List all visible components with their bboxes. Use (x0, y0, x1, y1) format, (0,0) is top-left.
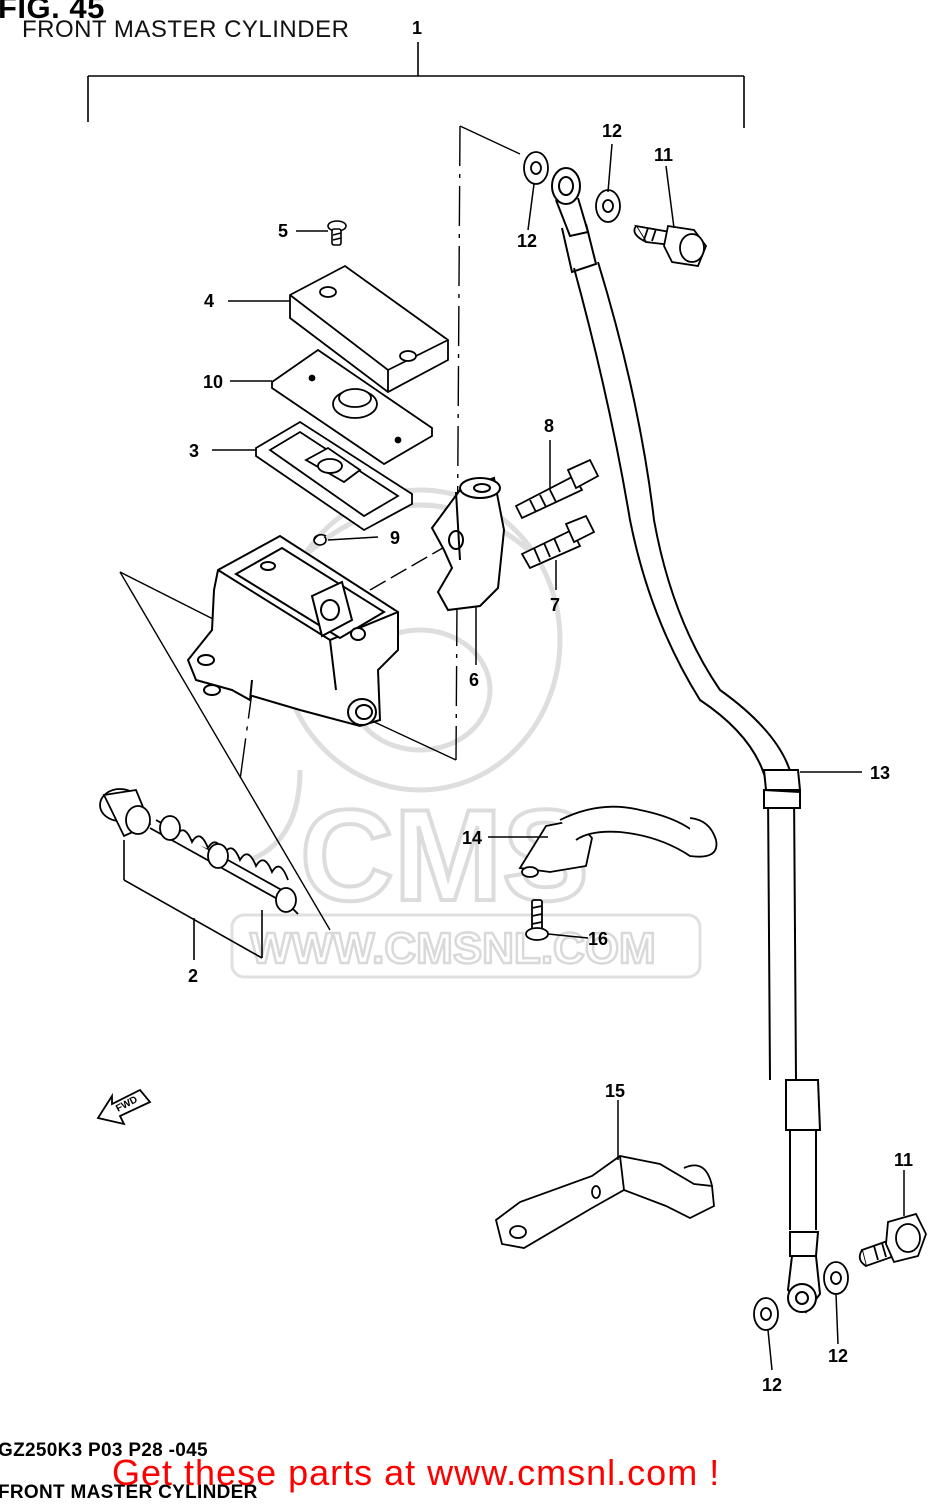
callout-12-top-right: 12 (602, 121, 622, 141)
part-4-cap (289, 264, 449, 394)
callout-4: 4 (204, 291, 214, 311)
callout-16: 16 (588, 929, 608, 949)
callout-8: 8 (544, 416, 554, 436)
callout-3: 3 (189, 441, 199, 461)
callout-6: 6 (469, 670, 479, 690)
watermark-url: WWW.CMSNL.COM (250, 924, 656, 973)
part-8-bolt (514, 458, 600, 520)
fwd-arrow: FWD (96, 1088, 152, 1126)
callout-12-bottom-right: 12 (828, 1346, 848, 1366)
part-13-brake-hose (551, 167, 822, 1314)
part-2-piston-set (99, 788, 299, 915)
figure-subtitle: FRONT MASTER CYLINDER (22, 16, 350, 43)
part-11-banjo-bolts (633, 224, 927, 1268)
part-5-screw (327, 220, 347, 246)
part-7-bolt (520, 514, 596, 570)
callout-14: 14 (462, 828, 482, 848)
figure-number: FIG. 45 (0, 0, 105, 25)
leader-lines (212, 143, 905, 1371)
callout-9: 9 (390, 528, 400, 548)
part-3-diaphragm (255, 420, 413, 532)
drawing-code: GZ250K3 P03 P28 -045 (0, 1440, 208, 1461)
part-12-washers (523, 151, 849, 1331)
assembly-bracket-1 (87, 42, 745, 128)
part-6-union (430, 476, 506, 612)
callout-12-top-left: 12 (517, 231, 537, 251)
callout-1: 1 (412, 18, 422, 38)
callout-10: 10 (203, 372, 223, 392)
part-10-plate (271, 348, 433, 466)
part-9-clip (313, 533, 327, 546)
callout-2: 2 (188, 966, 198, 986)
promo-link[interactable]: Get these parts at www.cmsnl.com ! (112, 1452, 721, 1493)
master-cylinder-body (186, 534, 399, 728)
callout-15: 15 (605, 1081, 625, 1101)
callouts: 1 2 3 4 5 6 7 8 9 10 11 11 12 12 12 12 1… (188, 18, 913, 1395)
callout-7: 7 (550, 595, 560, 615)
callout-11-bottom: 11 (894, 1150, 913, 1170)
callout-5: 5 (278, 221, 288, 241)
callout-12-bottom-left: 12 (762, 1375, 782, 1395)
callout-11-top: 11 (654, 145, 673, 165)
part-14-clamp (518, 805, 718, 878)
part-15-bracket (494, 1155, 715, 1249)
drawing-subtitle: FRONT MASTER CYLINDER (0, 1482, 258, 1503)
part-2-bracket (123, 840, 263, 960)
callout-13: 13 (870, 763, 890, 783)
